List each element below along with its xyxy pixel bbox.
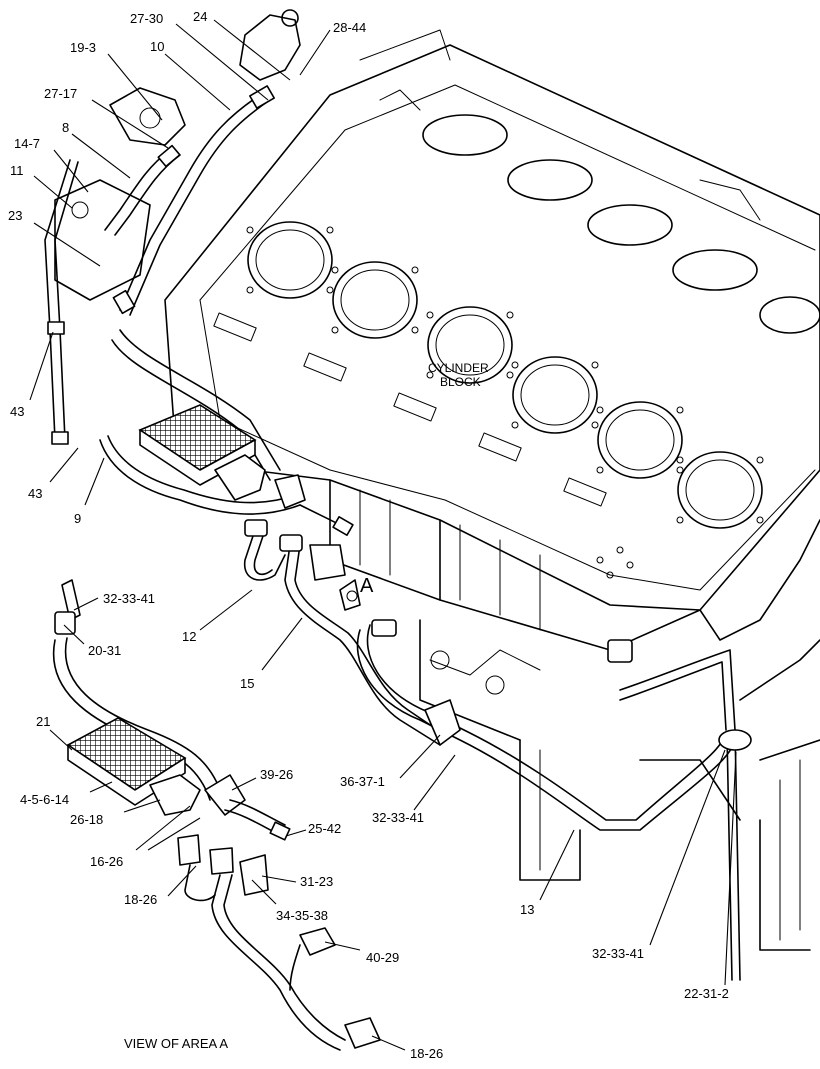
callout-13: 13 — [520, 902, 534, 917]
callout-39-26: 39-26 — [260, 767, 293, 782]
callout-18-26-lower: 18-26 — [410, 1046, 443, 1061]
bolt-holes — [246, 226, 764, 579]
callout-43-upper: 43 — [10, 404, 24, 419]
callout-19-3: 19-3 — [70, 40, 96, 55]
callout-27-17: 27-17 — [44, 86, 77, 101]
callout-20-31: 20-31 — [88, 643, 121, 658]
callout-28-44: 28-44 — [333, 20, 366, 35]
callout-32-33-41-right: 32-33-41 — [592, 946, 644, 961]
callout-16-26: 16-26 — [90, 854, 123, 869]
callout-12: 12 — [182, 629, 196, 644]
detail-view-area-a — [52, 579, 381, 1051]
callout-34-35-38: 34-35-38 — [276, 908, 328, 923]
area-a-marker: A — [360, 575, 374, 597]
callout-4-5-6-14: 4-5-6-14 — [20, 792, 69, 807]
cylinder-block-label-line2: BLOCK — [440, 375, 481, 389]
callout-40-29: 40-29 — [366, 950, 399, 965]
callout-8: 8 — [62, 120, 69, 135]
view-caption: VIEW OF AREA A — [124, 1036, 228, 1051]
callout-18-26-upper: 18-26 — [124, 892, 157, 907]
callout-32-33-41-mid: 32-33-41 — [372, 810, 424, 825]
callout-32-33-41-top: 32-33-41 — [103, 591, 155, 606]
callout-21: 21 — [36, 714, 50, 729]
callout-11: 11 — [10, 163, 24, 178]
annotations: CYLINDER BLOCK A VIEW OF AREA A — [124, 361, 489, 1051]
callout-14-7: 14-7 — [14, 136, 40, 151]
cylinder-block — [164, 29, 820, 951]
callout-15: 15 — [240, 676, 254, 691]
callout-26-18: 26-18 — [70, 812, 103, 827]
callout-36-37-1: 36-37-1 — [340, 774, 385, 789]
callout-27-30: 27-30 — [130, 11, 163, 26]
callout-24: 24 — [193, 9, 207, 24]
upper-pipe-assembly — [44, 9, 752, 981]
callout-22-31-2: 22-31-2 — [684, 986, 729, 1001]
callout-23: 23 — [8, 208, 22, 223]
callout-31-23: 31-23 — [300, 874, 333, 889]
leader-lines — [29, 19, 737, 1051]
callout-43-lower: 43 — [28, 486, 42, 501]
cylinder-block-label-line1: CYLINDER — [428, 361, 489, 375]
callout-10: 10 — [150, 39, 164, 54]
callout-25-42: 25-42 — [308, 821, 341, 836]
callout-9: 9 — [74, 511, 81, 526]
part-callouts: 27-30 24 28-44 19-3 10 27-17 8 14-7 11 2… — [8, 9, 729, 1061]
